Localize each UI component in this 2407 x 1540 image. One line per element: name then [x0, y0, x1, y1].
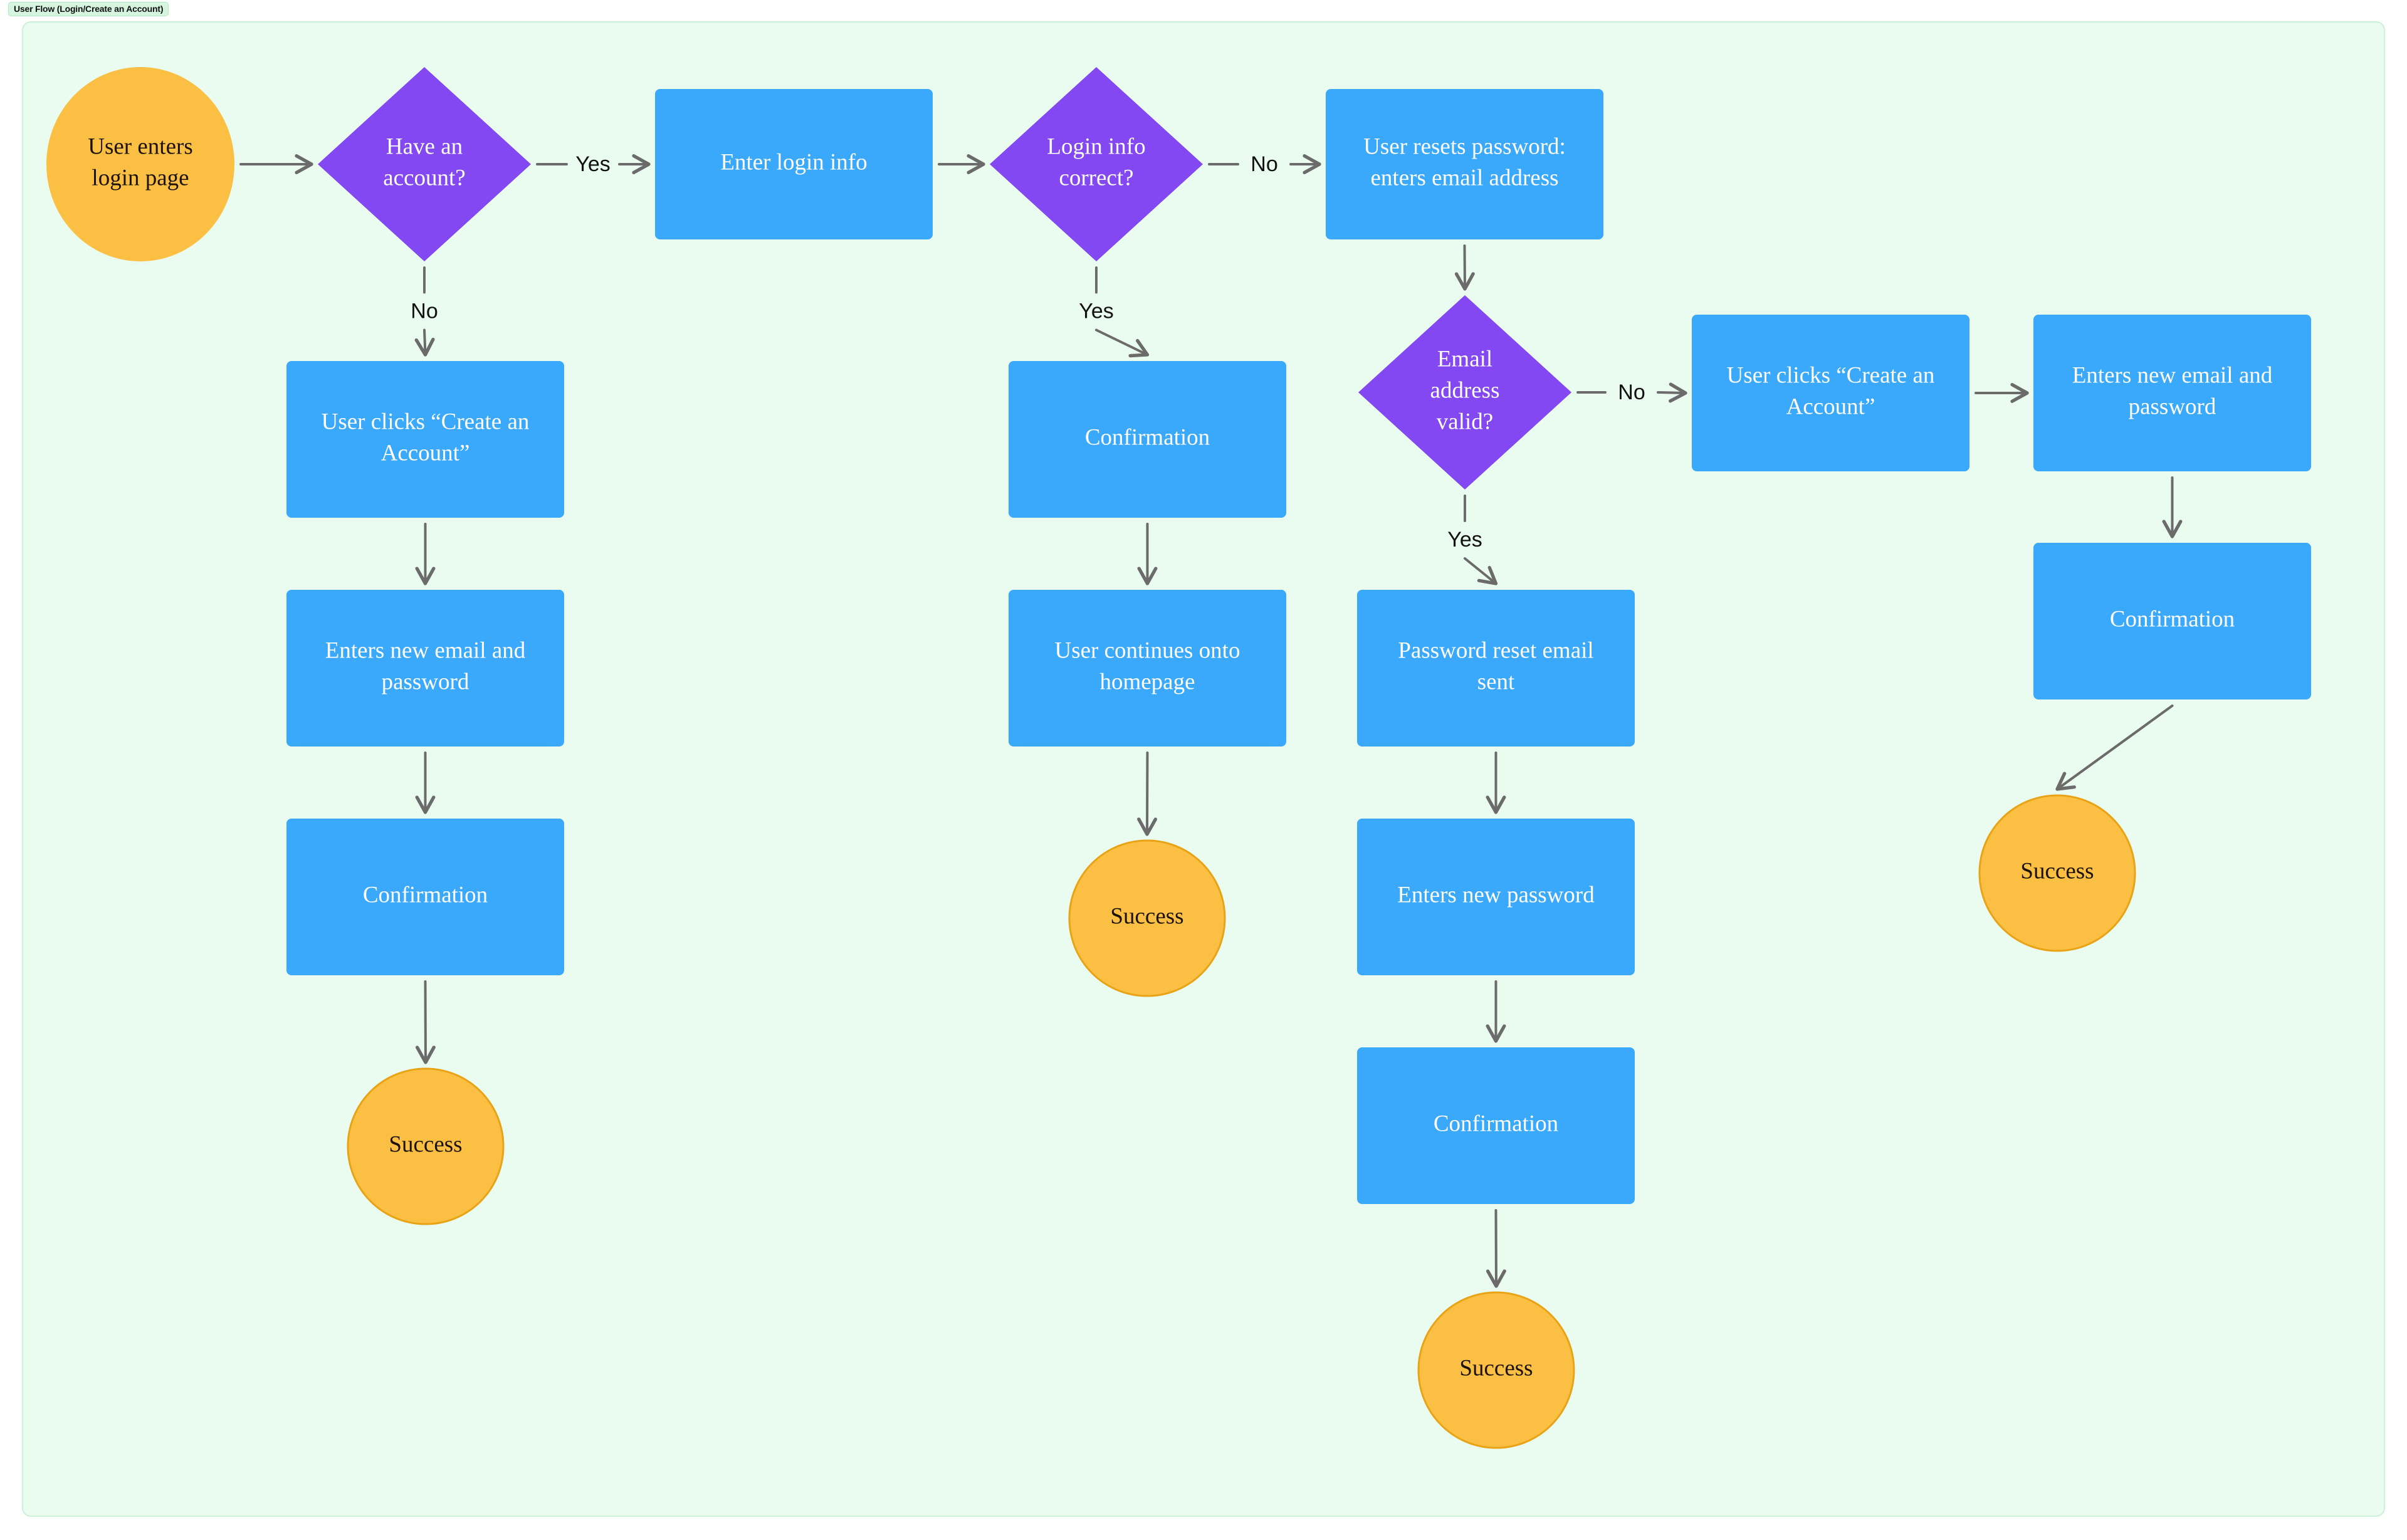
flow-node-ellipse[interactable]: Success: [1417, 1291, 1575, 1449]
node-label-line: Have an: [386, 134, 463, 159]
flow-node-ellipse[interactable]: Success: [1068, 839, 1226, 997]
node-label-line: Enters new password: [1397, 882, 1595, 908]
flow-edge: [1486, 1209, 1506, 1288]
node-label-line: User resets password:: [1363, 134, 1566, 159]
node-label-line: valid?: [1437, 409, 1493, 434]
flow-edge: [1657, 382, 1687, 403]
edge-label-no: No: [411, 299, 438, 323]
node-label-line: enters email address: [1371, 165, 1559, 191]
node-label-line: Login info: [1047, 134, 1145, 159]
node-label-line: User continues onto: [1055, 637, 1240, 663]
flow-node-process[interactable]: Confirmation: [2033, 543, 2311, 699]
flow-edge: [1137, 752, 1158, 836]
flow-edge: [1464, 557, 1498, 585]
flow-node-ellipse[interactable]: User enters login page: [46, 67, 234, 261]
flow-node-ellipse[interactable]: Success: [1978, 794, 2136, 952]
edge-label-yes: Yes: [1447, 528, 1482, 552]
node-label-line: account?: [383, 165, 465, 191]
flow-node-process[interactable]: User resets password: enters email addres…: [1326, 89, 1603, 239]
edge-label-yes: Yes: [575, 152, 610, 176]
flow-node-diamond[interactable]: Login info correct?: [990, 67, 1203, 261]
flow-node-process[interactable]: Confirmation: [1009, 361, 1286, 518]
node-label-line: Success: [389, 1131, 462, 1157]
flow-node-process[interactable]: Confirmation: [1357, 1047, 1635, 1204]
flow-node-ellipse[interactable]: Success: [347, 1067, 505, 1225]
flow-node-process[interactable]: User clicks “Create an Account”: [1692, 315, 1969, 471]
node-label-line: homepage: [1099, 669, 1195, 694]
node-label-line: Confirmation: [2110, 606, 2235, 632]
node-label-line: Enter login info: [720, 149, 867, 175]
frame-title-label[interactable]: User Flow (Login/Create an Account): [8, 2, 169, 16]
node-label-line: Enters new email and: [325, 637, 526, 663]
node-label-line: correct?: [1059, 165, 1133, 191]
flow-edge: [1454, 244, 1475, 291]
node-label-line: User enters: [88, 134, 192, 159]
flow-node-process[interactable]: Enter login info: [655, 89, 933, 239]
node-label-line: Success: [2020, 858, 2094, 884]
node-label-line: Account”: [1786, 394, 1875, 419]
node-label-line: password: [2129, 394, 2216, 419]
flow-node-process[interactable]: User continues onto homepage: [1009, 590, 1286, 746]
node-label-line: User clicks “Create an: [322, 409, 530, 434]
node-label-line: sent: [1477, 669, 1515, 694]
node-label-line: Success: [1459, 1355, 1533, 1381]
node-label-line: User clicks “Create an: [1727, 362, 1935, 388]
flowchart-canvas[interactable]: User enters login page Have an account? Ente…: [22, 21, 2385, 1517]
node-label-line: Account”: [381, 440, 470, 466]
edge-label-no: No: [1251, 152, 1277, 176]
nodes-layer: User enters login page Have an account? Ente…: [46, 67, 2311, 1449]
edge-label-yes: Yes: [1079, 299, 1113, 323]
node-label-line: Enters new email and: [2072, 362, 2273, 388]
flow-node-diamond[interactable]: Have an account?: [318, 67, 531, 261]
flow-node-diamond[interactable]: Email address valid?: [1358, 295, 1571, 490]
flow-node-process[interactable]: Enters new password: [1357, 819, 1635, 975]
node-label-line: Confirmation: [363, 882, 488, 908]
flow-node-process[interactable]: Confirmation: [286, 819, 564, 975]
flowchart-svg: User enters login page Have an account? Ente…: [46, 67, 2311, 1449]
node-label-line: Success: [1110, 903, 1183, 929]
flow-node-process[interactable]: Enters new email and password: [2033, 315, 2311, 471]
node-label-line: Password reset email: [1398, 637, 1593, 663]
flow-edge: [2055, 705, 2174, 791]
node-label-line: address: [1430, 377, 1500, 403]
node-label-line: password: [382, 669, 469, 694]
flow-node-process[interactable]: Enters new email and password: [286, 590, 564, 746]
flow-edge: [1095, 328, 1150, 358]
flow-node-process[interactable]: Password reset email sent: [1357, 590, 1635, 746]
node-label-line: Confirmation: [1085, 424, 1210, 450]
edges-layer: [239, 154, 2183, 1288]
node-label-line: Email: [1437, 346, 1492, 372]
flow-edge: [414, 328, 435, 357]
node-label-line: login page: [92, 165, 189, 191]
flow-node-process[interactable]: User clicks “Create an Account”: [286, 361, 564, 518]
edge-label-no: No: [1618, 380, 1645, 404]
node-label-line: Confirmation: [1434, 1111, 1558, 1136]
